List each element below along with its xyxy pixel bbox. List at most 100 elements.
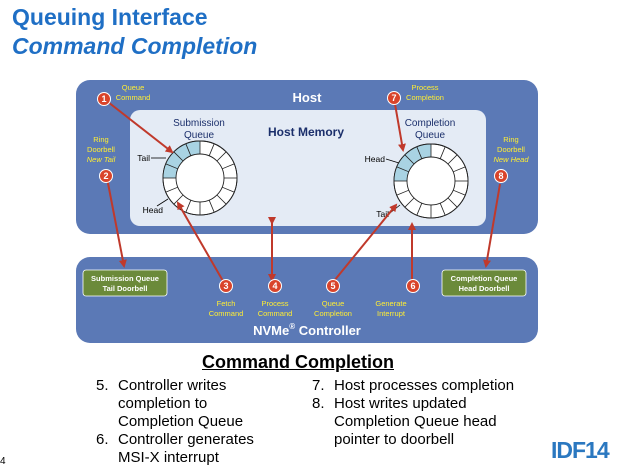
cq-doorbell-label-2: Head Doorbell	[459, 284, 510, 293]
completion-queue-ring	[393, 143, 469, 219]
steps-list-left: 5.Controller writes completion to Comple…	[96, 377, 286, 467]
callout-label: New Tail	[87, 155, 116, 164]
queue-slot-occupied	[404, 146, 422, 165]
queue-slot-divider	[404, 154, 415, 165]
callout-badge	[219, 279, 233, 293]
arrow-process-completion	[394, 103, 406, 152]
callout-label: Completion	[406, 93, 444, 102]
cq-head-pointer	[385, 158, 400, 164]
step-number: 7.	[312, 377, 325, 394]
callout-number: 7	[391, 93, 396, 103]
callout-badge	[494, 169, 508, 183]
callout-badge	[268, 279, 282, 293]
callout-badge	[97, 92, 111, 106]
queue-slot-divider	[173, 151, 184, 162]
callout-label: Ring	[93, 135, 108, 144]
queue-slot-divider	[208, 200, 215, 213]
queue-slot-divider	[165, 186, 178, 193]
queue-slot-divider	[453, 189, 466, 196]
callout-label: Command	[116, 93, 151, 102]
queue-slot-divider	[222, 163, 235, 170]
callout-number: 4	[272, 281, 277, 291]
step-item: 6.Controller generates MSI-X interrupt	[96, 431, 286, 467]
arrow-fetch-command	[177, 201, 224, 282]
queue-slot-divider	[396, 166, 409, 173]
callout-badge	[326, 279, 340, 293]
callout-label: Command	[258, 309, 293, 318]
queue-slot-divider	[216, 151, 227, 162]
ring-outer-border	[393, 143, 469, 219]
queue-slot-divider	[185, 200, 192, 213]
callout-label: Generate	[375, 299, 406, 308]
callout-label: Interrupt	[377, 309, 406, 318]
callout-label: Queue	[322, 299, 345, 308]
step-number: 6.	[96, 431, 109, 448]
sq-doorbell-label-2: Tail Doorbell	[103, 284, 148, 293]
queue-slot-divider	[439, 203, 446, 216]
cq-head-doorbell	[441, 269, 527, 297]
controller-panel	[76, 257, 538, 343]
callout-badge	[387, 91, 401, 105]
host-label: Host	[293, 90, 323, 105]
callout-label: Ring	[503, 135, 518, 144]
callout-label: Command	[209, 309, 244, 318]
cq-doorbell-label-1: Completion Queue	[451, 274, 518, 283]
step-text: Controller writes completion to Completi…	[118, 377, 244, 430]
queue-slot-divider	[173, 194, 184, 205]
page-number: 4	[0, 456, 6, 467]
submission-queue-ring	[162, 140, 238, 216]
arrow-ring-head-doorbell	[483, 183, 501, 268]
callout-number: 3	[223, 281, 228, 291]
submission-queue-label-2: Queue	[184, 130, 214, 141]
queue-slot-occupied	[396, 154, 415, 172]
queue-slot-divider	[453, 166, 466, 173]
callout-label: New Head	[493, 155, 529, 164]
arrow-queue-command	[107, 101, 174, 154]
callout-badge	[99, 169, 113, 183]
queue-slot-divider	[396, 189, 409, 196]
nvme-queue-diagram: Host Host Memory Submission Queue Comple…	[76, 80, 538, 343]
ring-outer-border	[162, 140, 238, 216]
callout-badge	[406, 279, 420, 293]
callout-label: Completion	[314, 309, 352, 318]
callout-number: 1	[101, 94, 106, 104]
cq-head-label: Head	[365, 154, 386, 164]
callout-label: Process	[261, 299, 288, 308]
controller-label: NVMe® Controller	[253, 322, 361, 338]
callout-label: Process	[411, 83, 438, 92]
queue-slot-divider	[216, 194, 227, 205]
callout-label: Fetch	[217, 299, 236, 308]
queue-slot-divider	[447, 154, 458, 165]
host-memory-label: Host Memory	[268, 125, 344, 139]
step-item: 7. Host processes completion	[312, 377, 522, 395]
queue-slot-divider	[439, 146, 446, 159]
queue-slot-occupied	[165, 151, 184, 169]
queue-slot-divider	[222, 186, 235, 193]
cq-tail-label: Tail	[376, 209, 389, 219]
callout-label: Doorbell	[497, 145, 525, 154]
step-item: 5.Controller writes completion to Comple…	[96, 377, 286, 431]
slide-subtitle: Command Completion	[12, 33, 258, 59]
ring-inner	[406, 156, 456, 206]
submission-queue-label-1: Submission	[173, 118, 225, 129]
callout-label: Doorbell	[87, 145, 115, 154]
steps-list-right: 7.Host processes completion 8.Host write…	[312, 377, 522, 449]
queue-slot-divider	[208, 143, 215, 156]
step-text: Host processes completion	[334, 377, 515, 394]
section-heading: Command Completion	[202, 352, 394, 372]
callout-number: 8	[498, 171, 503, 181]
queue-slot-divider	[416, 203, 423, 216]
queue-slot-divider	[404, 197, 415, 208]
queue-slot-divider	[185, 143, 192, 156]
callout-number: 6	[410, 281, 415, 291]
completion-queue-label-2: Queue	[415, 130, 445, 141]
step-text: Host writes updated Completion Queue hea…	[334, 395, 497, 448]
